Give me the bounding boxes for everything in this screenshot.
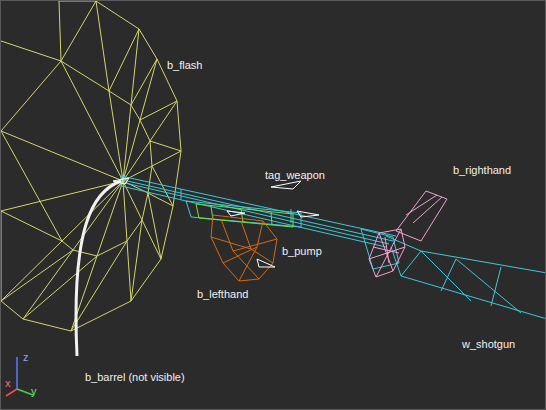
label-position: b_lefthand: [197, 284, 248, 302]
axis-letter: y: [31, 385, 37, 397]
axis-letter: z: [23, 351, 29, 363]
bone-label: tag_weapon: [265, 169, 325, 181]
left-hand-mesh: [211, 215, 277, 281]
label-position: x: [5, 373, 11, 391]
barrel-bone: [76, 181, 121, 356]
label-position: b_righthand: [453, 160, 511, 178]
right-hand-mesh: [369, 191, 447, 277]
axis-letter: x: [5, 377, 11, 389]
bone-label: w_shotgun: [462, 338, 515, 350]
label-position: z: [23, 347, 29, 365]
label-position: tag_weapon: [265, 165, 325, 183]
bone-label: b_pump: [282, 245, 322, 257]
label-position: b_flash: [167, 55, 202, 73]
label-position: w_shotgun: [462, 334, 515, 352]
bone-label: b_lefthand: [197, 288, 248, 300]
flash-sphere: [1, 1, 181, 331]
pump-mesh: [196, 204, 293, 227]
bone-label: b_righthand: [453, 164, 511, 176]
label-position: b_pump: [282, 241, 322, 259]
label-position: b_barrel (not visible): [85, 367, 185, 385]
axis-gizmo: [6, 357, 33, 396]
shotgun-mesh: [121, 176, 546, 319]
label-position: y: [31, 381, 37, 399]
bone-label: b_barrel (not visible): [85, 371, 185, 383]
bone-label: b_flash: [167, 59, 202, 71]
